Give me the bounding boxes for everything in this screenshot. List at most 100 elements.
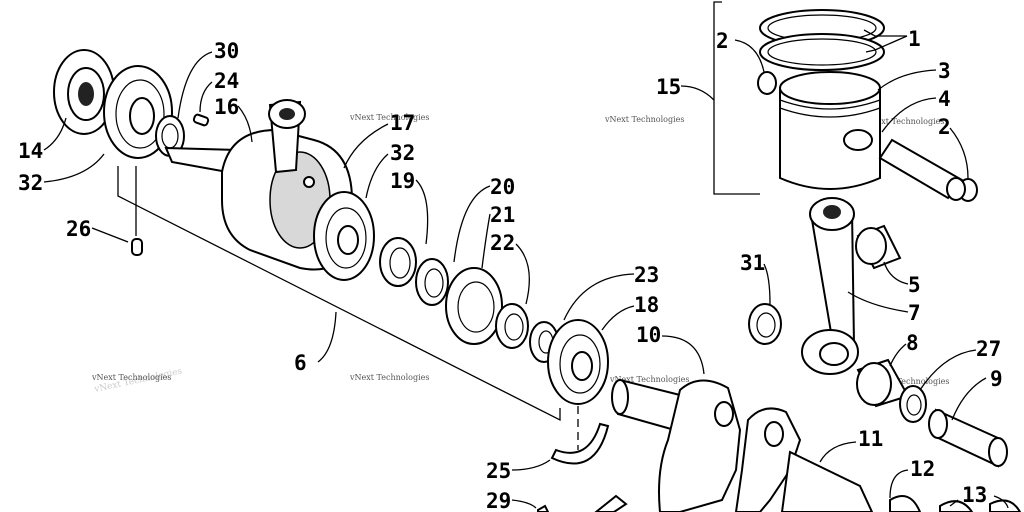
callout-2: 2	[716, 29, 729, 53]
leader-27	[919, 349, 977, 391]
leader-14	[43, 117, 67, 151]
part-13	[939, 500, 974, 512]
connecting-rod-beam	[810, 208, 856, 352]
watermark-text: vNext Technologies	[604, 115, 684, 124]
spacer-19	[379, 237, 417, 287]
callout-15: 15	[656, 75, 681, 99]
callout-12: 12	[910, 457, 935, 481]
leader-32	[43, 153, 105, 183]
callout-24: 24	[214, 69, 239, 93]
piston-ring-lower-inner	[767, 38, 877, 66]
leader-32	[365, 153, 389, 199]
leader-6	[317, 311, 337, 363]
bearing-race	[115, 79, 165, 149]
crank-pin-end	[988, 437, 1008, 467]
leader-2	[949, 127, 969, 179]
piston-ring-groove	[779, 99, 881, 110]
needle-bearing-5	[855, 224, 902, 270]
watermark-text: vNext Technologies	[91, 373, 171, 382]
leader-26	[91, 227, 129, 243]
callout-29: 29	[486, 489, 511, 512]
washer-27	[899, 385, 927, 423]
leader-20	[453, 185, 491, 263]
leader-25	[511, 459, 551, 471]
left-seal-14	[53, 49, 115, 135]
needle-bearing-face	[855, 227, 887, 265]
piston	[779, 71, 881, 190]
crank-web-right	[734, 407, 802, 512]
part-29-detail	[594, 494, 628, 512]
piston-crown	[779, 71, 881, 105]
callout-7: 7	[908, 301, 921, 325]
callout-9: 9	[990, 367, 1003, 391]
callout-4: 4	[938, 87, 951, 111]
washer-31	[748, 303, 782, 345]
assembly-bracket-6	[117, 166, 561, 422]
leader-1	[865, 35, 908, 53]
seal-bore	[78, 82, 94, 106]
callout-25: 25	[486, 459, 511, 483]
callout-labels: 1 2 3 4 2 15 5 7 8 27 9 31 10 11 12 13 2…	[18, 27, 1003, 512]
leader-21	[481, 213, 491, 269]
watermark-text: vNext Technologies	[869, 377, 949, 386]
seal-20-bore	[424, 268, 444, 298]
callout-32: 32	[18, 171, 43, 195]
bearing-bore	[337, 225, 359, 255]
watermark-text: vNext Technologies	[349, 373, 429, 382]
leader-11	[819, 441, 857, 463]
leader-2	[734, 39, 765, 73]
leader-1	[863, 29, 907, 37]
callout-1: 1	[908, 27, 921, 51]
callout-17: 17	[390, 111, 415, 135]
callout-16: 16	[214, 95, 239, 119]
crankshaft-journal	[780, 450, 874, 512]
spacer-22-bore	[504, 313, 524, 341]
leader-30	[177, 51, 213, 119]
callout-18: 18	[634, 293, 659, 317]
bearing-race	[325, 207, 367, 269]
needle-bearing-face	[856, 362, 892, 406]
piston-body	[779, 87, 881, 190]
piston-rings	[759, 9, 885, 71]
bearing-race	[559, 334, 601, 394]
leader-19	[415, 179, 429, 245]
leader-lines	[43, 29, 1009, 509]
piston-pin-end	[946, 177, 966, 201]
callout-19: 19	[390, 169, 415, 193]
seal-21-bore	[457, 281, 495, 333]
crankshaft-10	[611, 378, 874, 512]
bearing-bore	[571, 351, 593, 381]
callout-8: 8	[906, 331, 919, 355]
watermark-text: vNext Technologies	[864, 117, 944, 126]
callout-22: 22	[490, 231, 515, 255]
leader-7	[847, 291, 909, 313]
callout-2: 2	[938, 115, 951, 139]
leader-10	[661, 335, 705, 375]
needle-bearing-8	[856, 358, 910, 408]
watermark-text: vNext Technologies	[349, 113, 429, 122]
spacer-19-bore	[389, 247, 411, 279]
watermark-text: vNext Technologies	[609, 375, 689, 384]
callout-30: 30	[214, 39, 239, 63]
woodruff-key-24	[192, 113, 210, 127]
leader-4	[881, 97, 937, 133]
crank-pin-end	[928, 409, 948, 439]
callout-14: 14	[18, 139, 43, 163]
connecting-rod-small-end-bore	[823, 205, 841, 219]
piston-ring-lower	[759, 33, 885, 71]
bearing-bore	[129, 97, 155, 135]
callout-10: 10	[636, 323, 661, 347]
part-13b	[989, 499, 1022, 512]
bearing-18	[547, 319, 609, 405]
callout-23: 23	[634, 263, 659, 287]
leader-8	[889, 343, 907, 367]
connecting-rod-small-end-bore	[279, 108, 295, 120]
leader-12	[889, 469, 909, 499]
callout-32: 32	[390, 141, 415, 165]
leader-18	[601, 305, 635, 331]
leader-13	[993, 495, 1009, 509]
leader-5	[883, 261, 909, 285]
circlip-left	[757, 71, 777, 95]
part-29	[537, 504, 550, 512]
